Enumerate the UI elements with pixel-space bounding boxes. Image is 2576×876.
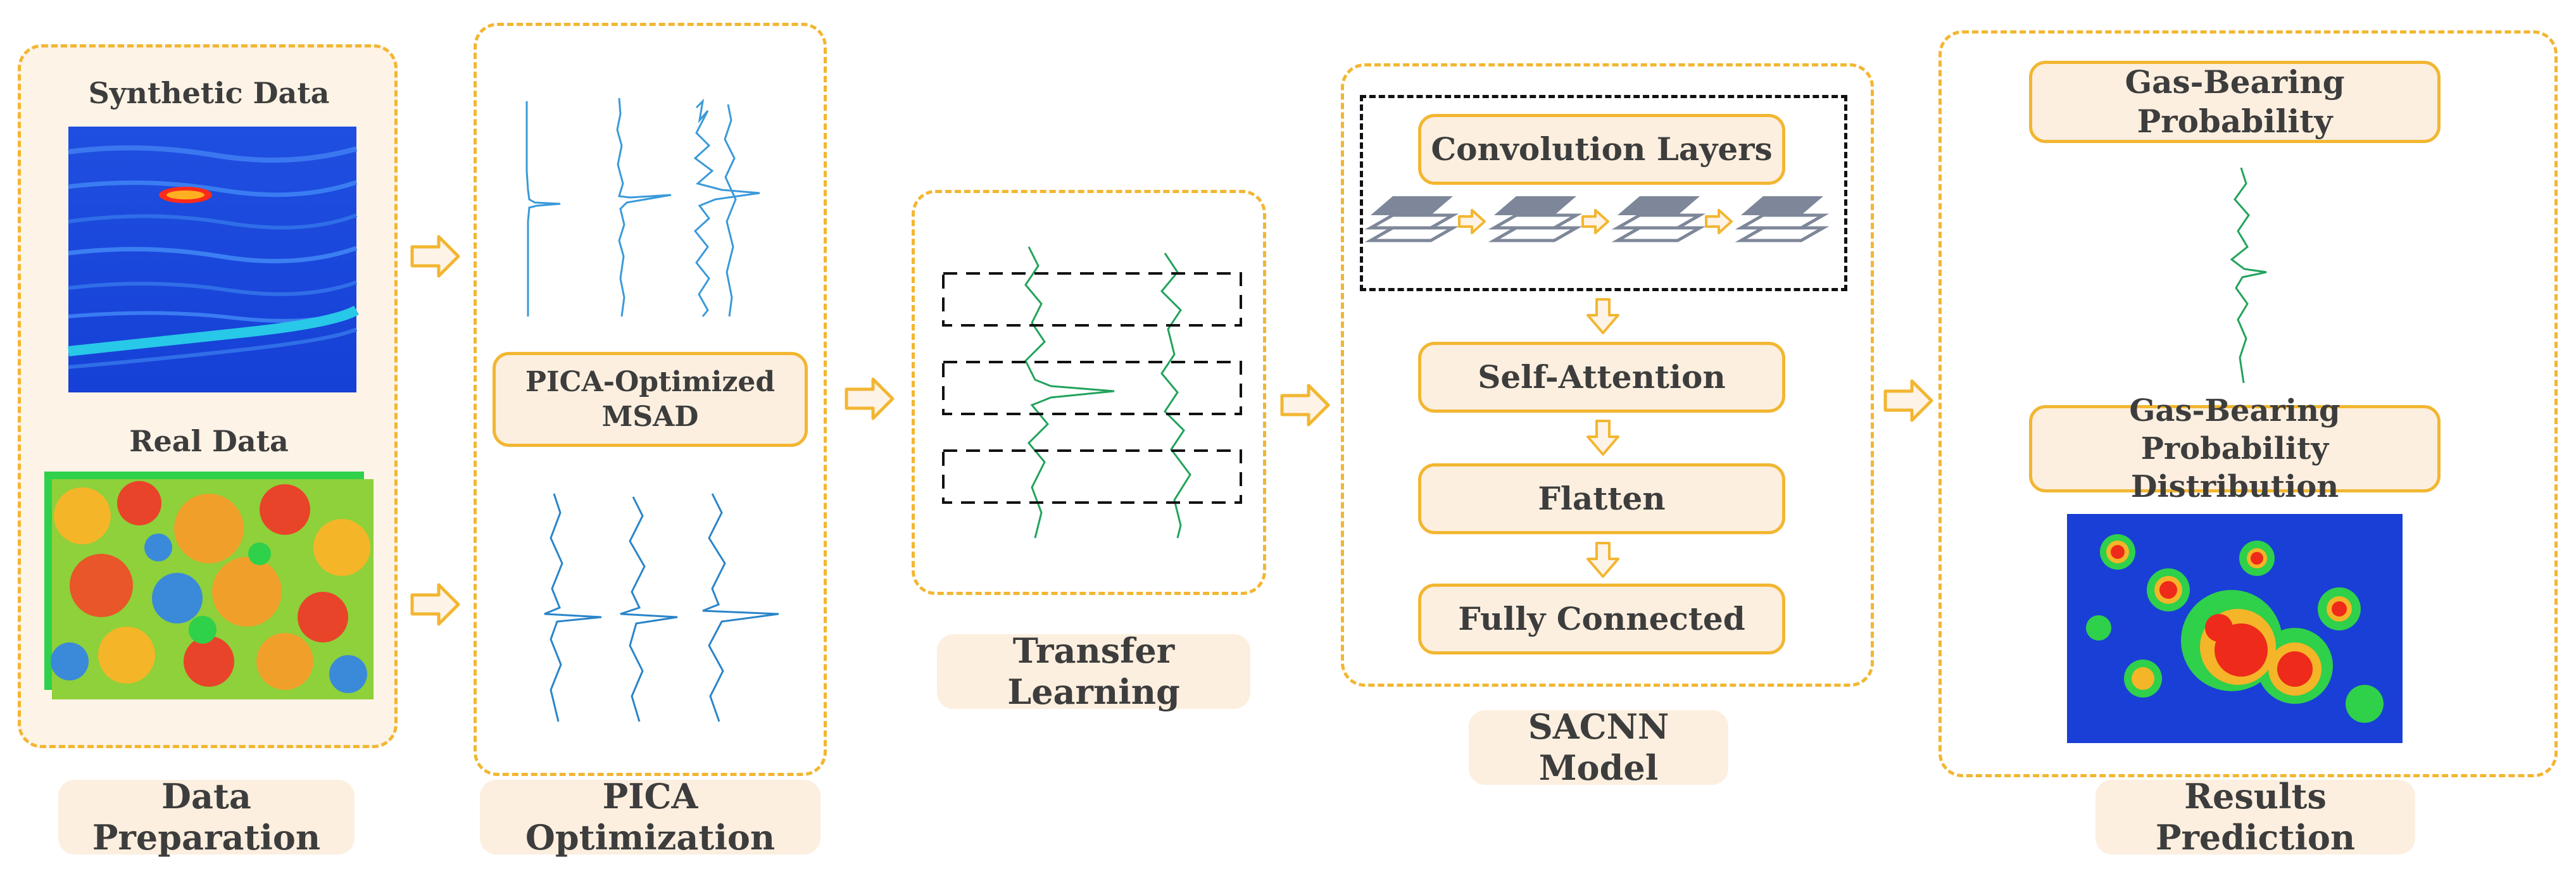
convolution-layers-box: Convolution Layers <box>1418 114 1785 185</box>
gas-bearing-probability-distribution-box: Gas-Bearing Probability Distribution <box>2029 393 2441 504</box>
gas-probability-trace <box>2230 167 2267 384</box>
synthetic-data-label: Synthetic Data <box>88 76 330 110</box>
gas-bearing-probability-box: Gas-Bearing Probability <box>2029 61 2441 143</box>
arrow-down-icon <box>1586 298 1619 334</box>
real-data-image <box>44 472 374 699</box>
sacnn-model-panel <box>1341 63 1874 687</box>
pica-optimized-msad-box: PICA-Optimized MSAD <box>493 352 808 447</box>
convolution-block-frame <box>1360 95 1847 291</box>
pica-optimization-stage-label: PICA Optimization <box>480 776 820 858</box>
arrow-down-icon <box>1586 420 1619 456</box>
sacnn-model-stage-label: SACNN Model <box>1469 706 1728 788</box>
arrow-right-icon <box>845 377 895 420</box>
synthetic-data-image <box>68 127 359 392</box>
transfer-learning-stage-label: Transfer Learning <box>937 630 1250 712</box>
data-preparation-stage-label: Data Preparation <box>58 776 355 858</box>
arrow-right-icon <box>410 583 460 626</box>
convolution-layers-icon <box>1371 190 1852 278</box>
real-data-label: Real Data <box>129 424 289 458</box>
flatten-box: Flatten <box>1418 463 1785 534</box>
arrow-right-icon <box>1883 379 1933 422</box>
results-prediction-stage-label: Results Prediction <box>2095 776 2415 858</box>
results-prediction-panel <box>1938 30 2558 777</box>
fully-connected-box: Fully Connected <box>1418 584 1785 654</box>
transfer-learning-traces <box>942 246 1242 539</box>
seismic-traces-top <box>525 97 760 317</box>
arrow-down-icon <box>1586 542 1619 578</box>
gas-probability-distribution-map <box>2067 514 2403 743</box>
arrow-right-icon <box>410 235 460 278</box>
transfer-learning-panel <box>912 190 1266 595</box>
arrow-right-icon <box>1280 384 1330 427</box>
seismic-traces-bottom <box>544 493 779 722</box>
pica-optimization-panel <box>474 23 827 776</box>
self-attention-box: Self-Attention <box>1418 342 1785 413</box>
